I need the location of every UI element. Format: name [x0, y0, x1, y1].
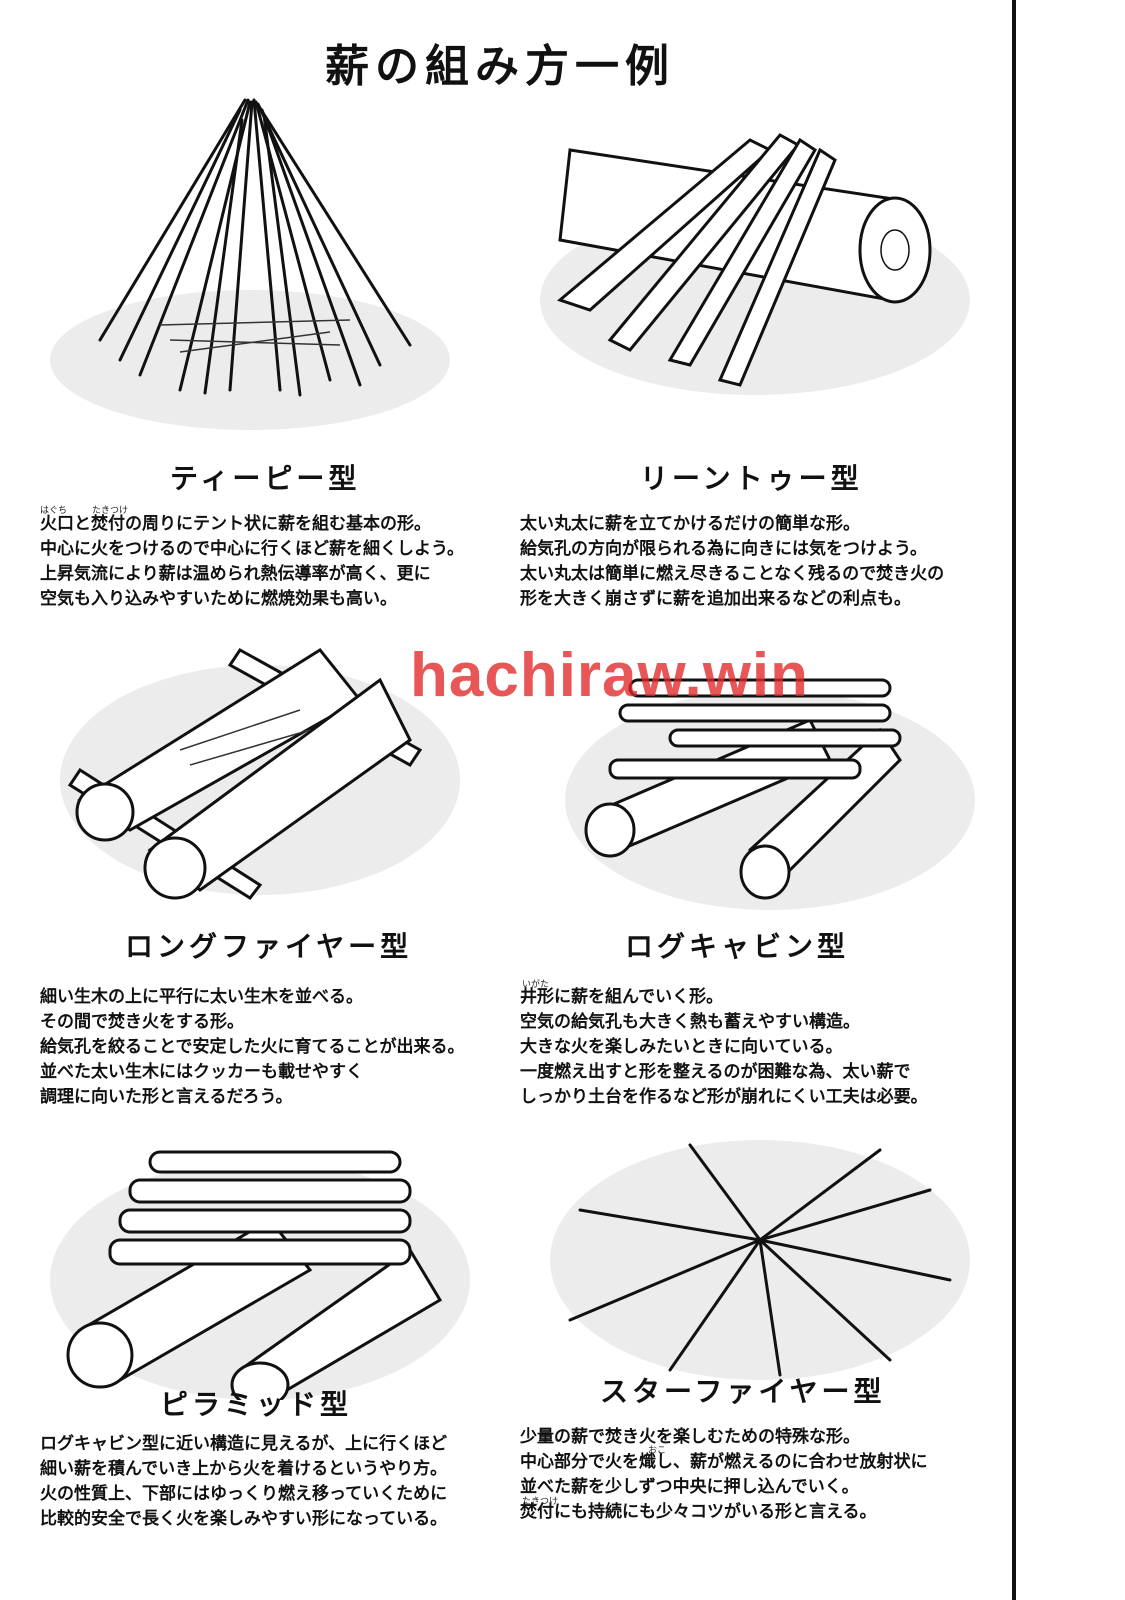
long-fire-name: ロングファイヤー型: [125, 930, 413, 963]
description-line: 大きな火を楽しみたいときに向いている。: [520, 1037, 843, 1057]
description-line: 中心に火をつけるので中心に行くほど薪を細くしよう。: [40, 539, 464, 559]
watermark-text: hachiraw.win: [410, 641, 810, 710]
panel-border-line: [1012, 0, 1016, 1600]
teepee-illustration: [30, 90, 470, 440]
page-title: 薪の組み方一例: [325, 41, 675, 92]
lean-to-description: 太い丸太に薪を立てかけるだけの簡単な形。 給気孔の方向が限られる為に向きには気を…: [520, 512, 990, 612]
long-fire-illustration: [60, 630, 480, 900]
star-fire-description: 少量の薪で焚き火を楽しむための特殊な形。 中心部分で火を熾し、薪が燃えるのに合わ…: [520, 1425, 990, 1525]
description-line: 細い薪を積んでいき上から火を着けるというやり方。: [40, 1459, 448, 1479]
description-line: 空気も入り込みやすいために燃焼効果も高い。: [40, 589, 397, 609]
long-fire-description: 細い生木の上に平行に太い生木を並べる。 その間で焚き火をする形。 給気孔を絞るこ…: [40, 985, 510, 1110]
star-fire-illustration: [550, 1130, 970, 1390]
description-line: 火の性質上、下部にはゆっくり燃え移っていくために: [40, 1484, 448, 1504]
description-line: 火口と焚付の周りにテント状に薪を組む基本の形。: [40, 514, 431, 534]
furigana: いがた: [522, 980, 550, 990]
pyramid-illustration: [50, 1130, 470, 1400]
lean-to-name: リーントゥー型: [640, 462, 863, 495]
description-line: 細い生木の上に平行に太い生木を並べる。: [40, 987, 363, 1007]
pyramid-name: ピラミッド型: [160, 1388, 353, 1421]
description-line: 比較的安全で長く火を楽しみやすい形になっている。: [40, 1509, 448, 1529]
teepee-name: ティーピー型: [170, 462, 361, 495]
description-line: 少量の薪で焚き火を楽しむための特殊な形。: [520, 1427, 860, 1447]
description-line: 焚付にも持続にも少々コツがいる形と言える。: [520, 1502, 877, 1522]
description-line: しっかり土台を作るなど形が崩れにくい工夫は必要。: [520, 1087, 928, 1107]
description-line: 調理に向いた形と言えるだろう。: [40, 1087, 293, 1107]
description-line: 太い丸太に薪を立てかけるだけの簡単な形。: [520, 514, 860, 534]
description-line: 並べた太い生木にはクッカーも載せやすく: [40, 1062, 363, 1082]
lean-to-illustration: [530, 110, 980, 410]
description-line: 並べた薪を少しずつ中央に押し込んでいく。: [520, 1477, 859, 1497]
description-line: その間で焚き火をする形。: [40, 1012, 244, 1032]
description-line: ログキャビン型に近い構造に見えるが、上に行くほど: [40, 1434, 448, 1454]
furigana: たきつけ: [92, 506, 129, 516]
furigana: はぐち: [40, 506, 68, 516]
description-line: 空気の給気孔も大きく熱も蓄えやすい構造。: [520, 1012, 860, 1032]
description-line: 太い丸太は簡単に燃え尽きることなく残るので焚き火の: [520, 564, 945, 584]
log-cabin-illustration: [560, 650, 980, 910]
teepee-description: 火口と焚付の周りにテント状に薪を組む基本の形。 中心に火をつけるので中心に行くほ…: [40, 512, 510, 612]
description-line: 中心部分で火を熾し、薪が燃えるのに合わせ放射状に: [520, 1452, 928, 1472]
description-line: 井形に薪を組んでいく形。: [520, 987, 724, 1007]
furigana: たきつけ: [522, 1497, 559, 1507]
furigana: おこ: [648, 1446, 667, 1456]
star-fire-name: スターファイヤー型: [600, 1375, 886, 1408]
description-line: 上昇気流により薪は温められ熱伝導率が高く、更に: [40, 564, 431, 584]
log-cabin-description: 井形に薪を組んでいく形。 空気の給気孔も大きく熱も蓄えやすい構造。 大きな火を楽…: [520, 985, 990, 1110]
pyramid-description: ログキャビン型に近い構造に見えるが、上に行くほど 細い薪を積んでいき上から火を着…: [40, 1432, 510, 1532]
description-line: 給気孔を絞ることで安定した火に育てることが出来る。: [40, 1037, 465, 1057]
description-line: 形を大きく崩さずに薪を追加出来るなどの利点も。: [520, 589, 911, 609]
description-line: 給気孔の方向が限られる為に向きには気をつけよう。: [520, 539, 927, 559]
description-line: 一度燃え出すと形を整えるのが困難な為、太い薪で: [520, 1062, 911, 1082]
log-cabin-name: ログキャビン型: [625, 930, 850, 963]
